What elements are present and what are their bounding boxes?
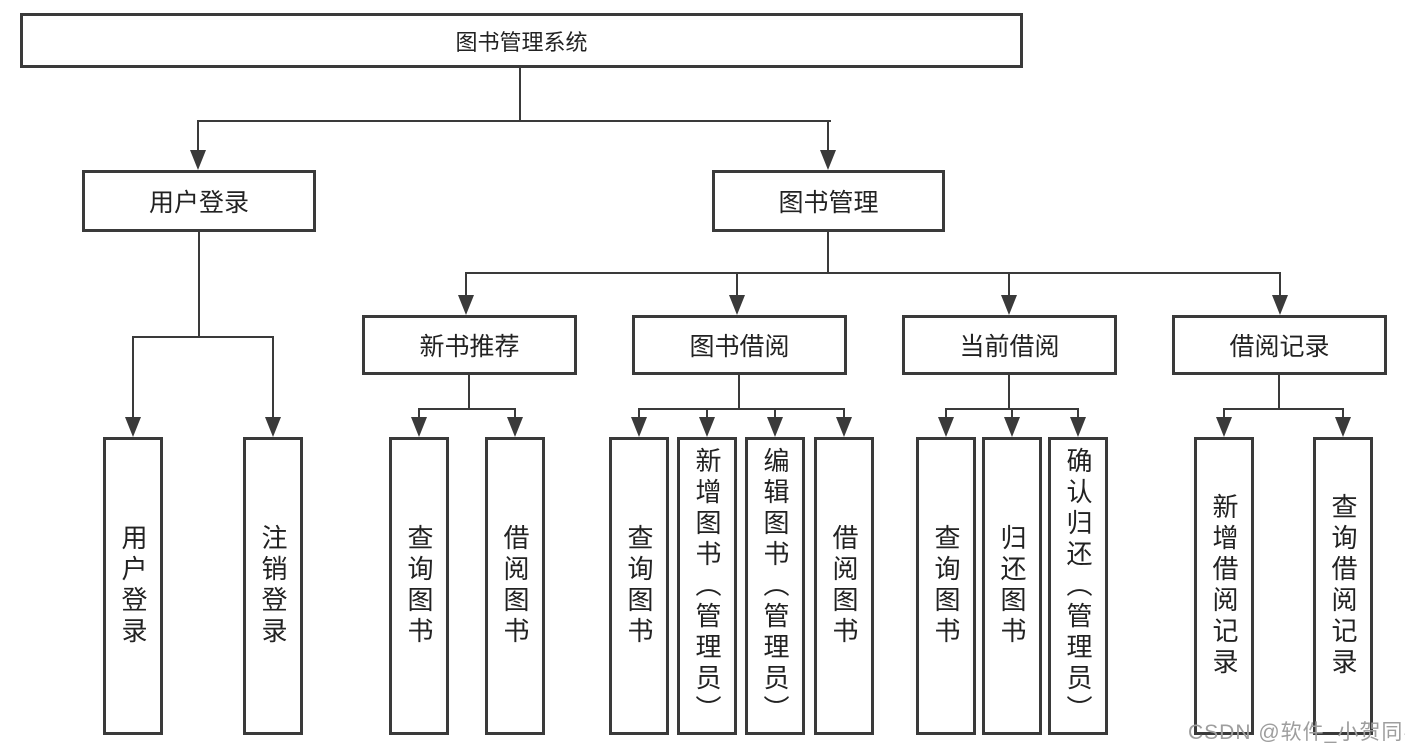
connector-line <box>197 120 199 152</box>
connector-line <box>774 408 776 419</box>
node-book-mgmt: 图书管理 <box>712 170 945 232</box>
arrow-down-icon <box>699 417 715 437</box>
arrow-down-icon <box>1070 417 1086 437</box>
connector-line <box>465 272 467 297</box>
leaf-query-books-3: 查询图书 <box>916 437 976 735</box>
node-current-borrow-label: 当前借阅 <box>959 333 1060 361</box>
connector-line <box>514 408 516 419</box>
arrow-down-icon <box>1001 295 1017 315</box>
connector-line <box>1278 375 1280 409</box>
leaf-user-login: 用户登录 <box>103 437 163 735</box>
leaf-query-borrow-record: 查询借阅记录 <box>1313 437 1373 735</box>
node-root-label: 图书管理系统 <box>455 29 588 55</box>
connector-line <box>1279 272 1281 297</box>
arrow-down-icon <box>458 295 474 315</box>
connector-line <box>418 408 516 410</box>
node-borrow-records-label: 借阅记录 <box>1229 333 1330 361</box>
arrow-down-icon <box>1216 417 1232 437</box>
connector-line <box>706 408 708 419</box>
arrow-down-icon <box>1335 417 1351 437</box>
leaf-borrow-books-2: 借阅图书 <box>814 437 874 735</box>
arrow-down-icon <box>836 417 852 437</box>
connector-line <box>132 336 134 419</box>
arrow-down-icon <box>631 417 647 437</box>
leaf-borrow-books-1: 借阅图书 <box>485 437 545 735</box>
connector-line <box>827 120 829 152</box>
connector-line <box>1008 272 1010 297</box>
connector-line <box>418 408 420 419</box>
arrow-down-icon <box>1004 417 1020 437</box>
leaf-logout: 注销登录 <box>243 437 303 735</box>
node-user-login-label: 用户登录 <box>148 189 249 217</box>
connector-line <box>1223 408 1344 410</box>
connector-line <box>197 120 831 122</box>
connector-line <box>945 408 947 419</box>
connector-line <box>1011 408 1013 419</box>
connector-line <box>1342 408 1344 419</box>
arrow-down-icon <box>125 417 141 437</box>
connector-line <box>519 68 521 121</box>
node-book-mgmt-label: 图书管理 <box>778 189 879 217</box>
node-new-books: 新书推荐 <box>362 315 577 375</box>
leaf-edit-books-admin: 编辑图书（管理员） <box>745 437 805 735</box>
arrow-down-icon <box>729 295 745 315</box>
node-current-borrow: 当前借阅 <box>902 315 1117 375</box>
connector-line <box>1008 375 1010 409</box>
node-borrow-records: 借阅记录 <box>1172 315 1387 375</box>
connector-line <box>736 272 738 297</box>
connector-line <box>468 375 470 409</box>
node-user-login: 用户登录 <box>82 170 316 232</box>
leaf-query-books-1: 查询图书 <box>389 437 449 735</box>
connector-line <box>1223 408 1225 419</box>
node-book-borrow-label: 图书借阅 <box>689 333 790 361</box>
arrow-down-icon <box>265 417 281 437</box>
leaf-query-books-2: 查询图书 <box>609 437 669 735</box>
arrow-down-icon <box>190 150 206 170</box>
connector-line <box>638 408 640 419</box>
arrow-down-icon <box>767 417 783 437</box>
node-root: 图书管理系统 <box>20 13 1023 68</box>
csdn-watermark: CSDN @软件_小贺同学 <box>1188 721 1405 744</box>
node-book-borrow: 图书借阅 <box>632 315 847 375</box>
connector-line <box>827 232 829 273</box>
arrow-down-icon <box>507 417 523 437</box>
connector-line <box>843 408 845 419</box>
leaf-return-books: 归还图书 <box>982 437 1042 735</box>
arrow-down-icon <box>1272 295 1288 315</box>
connector-line <box>132 336 274 338</box>
leaf-add-borrow-record: 新增借阅记录 <box>1194 437 1254 735</box>
connector-line <box>272 336 274 419</box>
connector-line <box>465 272 1281 274</box>
arrow-down-icon <box>411 417 427 437</box>
arrow-down-icon <box>938 417 954 437</box>
leaf-confirm-return-admin: 确认归还（管理员） <box>1048 437 1108 735</box>
node-new-books-label: 新书推荐 <box>419 333 520 361</box>
connector-line <box>198 232 200 337</box>
leaf-add-books-admin: 新增图书（管理员） <box>677 437 737 735</box>
connector-line <box>738 375 740 409</box>
connector-line <box>1077 408 1079 419</box>
arrow-down-icon <box>820 150 836 170</box>
connector-line <box>638 408 844 410</box>
